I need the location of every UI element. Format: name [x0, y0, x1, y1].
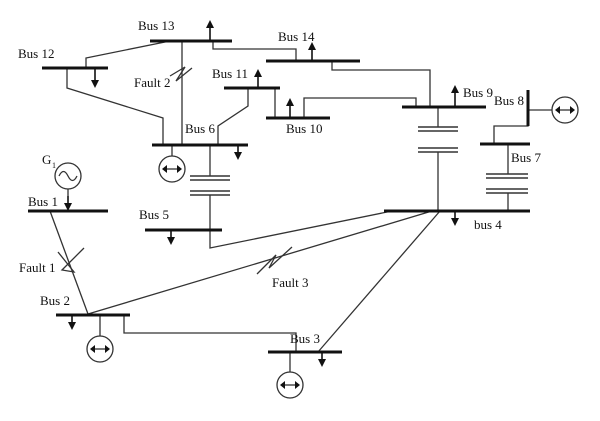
- generator-label: G 1: [42, 152, 56, 170]
- bus-6-label: Bus 6: [185, 121, 215, 136]
- bus-14-label: Bus 14: [278, 29, 315, 44]
- bus-5-label: Bus 5: [139, 207, 169, 222]
- bus-11-label: Bus 11: [212, 66, 248, 81]
- bus-13-label: Bus 13: [138, 18, 174, 33]
- bus-4-label: bus 4: [474, 217, 502, 232]
- compensator-bus8: [551, 96, 579, 124]
- down-arrow-icon: [91, 68, 99, 88]
- compensator-bus3: [276, 371, 304, 399]
- line-bus2-bus4: [87, 210, 433, 315]
- fault-3-label: Fault 3: [272, 275, 308, 290]
- down-arrow-icon: [64, 196, 72, 211]
- line-bus8-bus7: [493, 110, 529, 144]
- bus-2-label: Bus 2: [40, 293, 70, 308]
- line-bus10-bus9: [303, 97, 417, 118]
- down-arrow-icon: [167, 230, 175, 245]
- compensator-bus2: [86, 335, 114, 363]
- bus-10-label: Bus 10: [286, 121, 322, 136]
- down-arrow-icon: [318, 352, 326, 367]
- fault-1-label: Fault 1: [19, 260, 55, 275]
- line-bus3-bus4: [317, 210, 441, 353]
- transformer-bus6-bus5: [190, 175, 230, 196]
- fault-3-symbol: [256, 246, 293, 275]
- load-arrows: [64, 68, 459, 367]
- transmission-lines: [49, 40, 552, 372]
- bus-9-label: Bus 9: [463, 85, 493, 100]
- fault-2-symbol: [169, 66, 193, 82]
- fault-2-label: Fault 2: [134, 75, 170, 90]
- up-load-arrows: [206, 20, 459, 118]
- bus-8-label: Bus 8: [494, 93, 524, 108]
- transformer-bus9-bus4: [418, 126, 458, 153]
- up-arrow-icon: [451, 85, 459, 107]
- generator-letter: G: [42, 152, 51, 167]
- line-bus5-bus4: [209, 210, 393, 249]
- generator-subscript: 1: [52, 161, 56, 170]
- up-arrow-icon: [206, 20, 214, 41]
- fault-labels: Fault 1 Fault 2 Fault 3: [19, 75, 308, 290]
- compensator-bus6: [158, 155, 186, 183]
- bus-12-label: Bus 12: [18, 46, 54, 61]
- bus-7-label: Bus 7: [511, 150, 541, 165]
- down-arrow-icon: [451, 211, 459, 226]
- up-arrow-icon: [286, 98, 294, 118]
- line-bus12-bus13: [85, 40, 171, 68]
- transformer-bus7-bus4: [486, 173, 528, 194]
- bus-labels: Bus 1 Bus 2 Bus 3 bus 4 Bus 5 Bus 6 Bus …: [18, 18, 541, 346]
- line-bus11-bus6: [217, 88, 249, 145]
- down-arrow-icon: [68, 315, 76, 330]
- line-bus12-bus6: [66, 68, 164, 145]
- line-bus14-bus9: [331, 61, 431, 107]
- line-bus2-bus3: [123, 315, 297, 352]
- up-arrow-icon: [308, 42, 316, 61]
- fault-1-symbol: [57, 247, 85, 273]
- bus-1-label: Bus 1: [28, 194, 58, 209]
- bus-3-label: Bus 3: [290, 331, 320, 346]
- up-arrow-icon: [254, 69, 262, 88]
- line-bus13-bus14: [212, 41, 297, 61]
- down-arrow-icon: [234, 145, 242, 160]
- generator-g1: [54, 162, 82, 196]
